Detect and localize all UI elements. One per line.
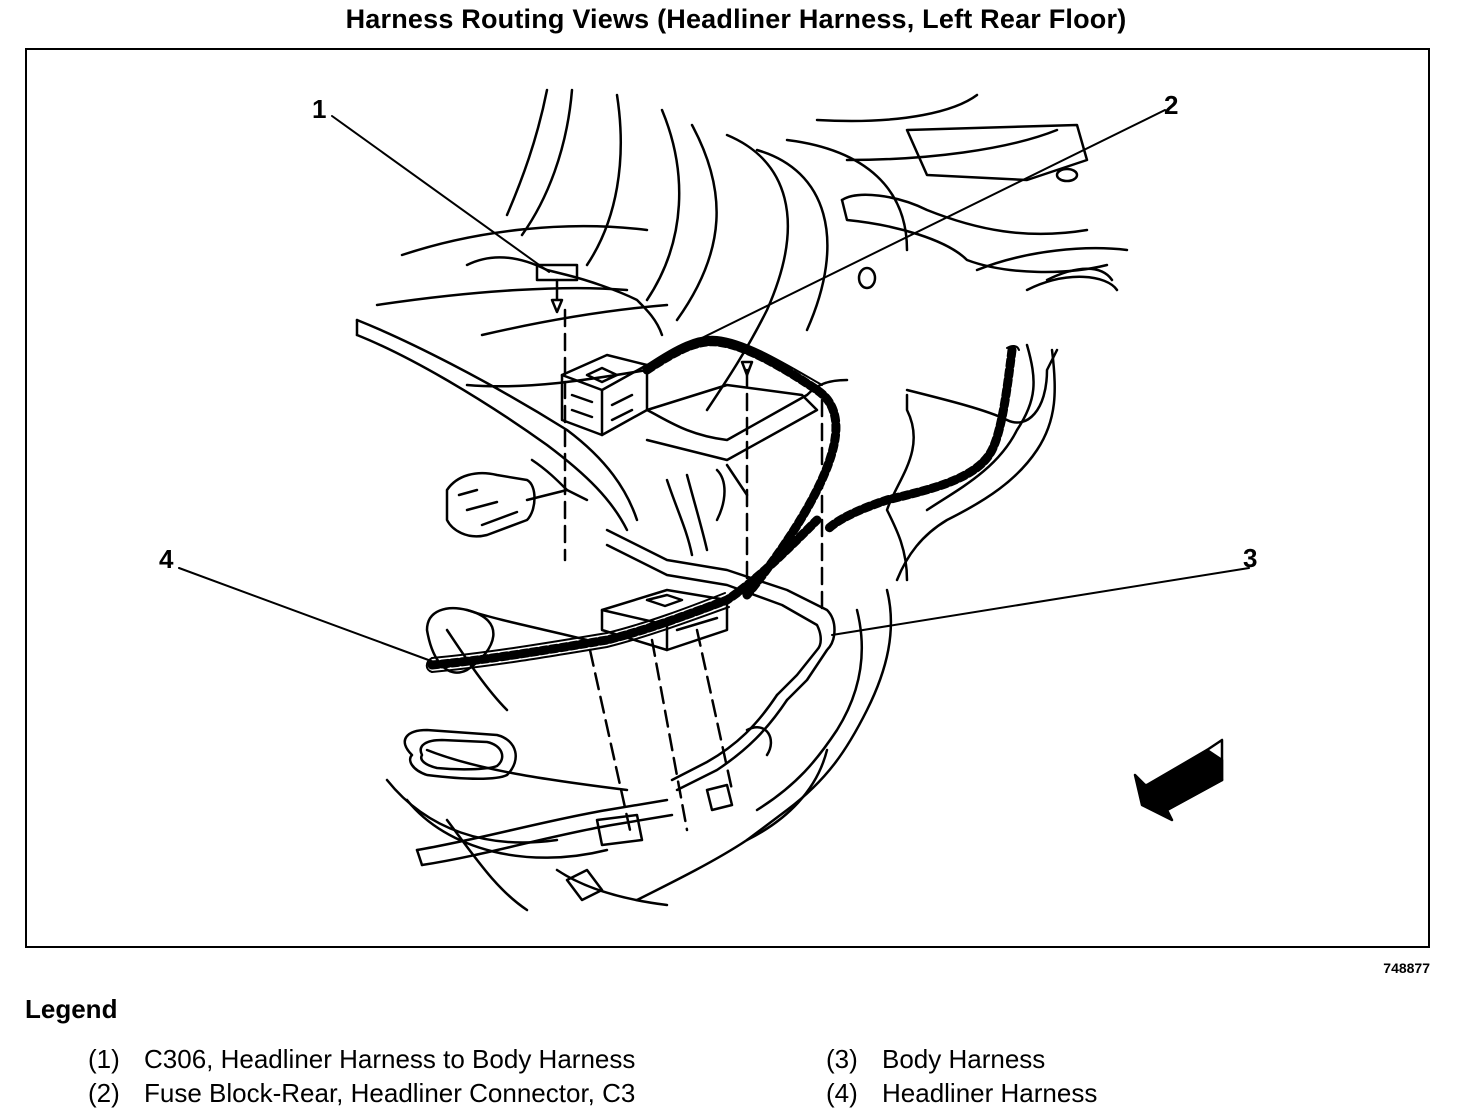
- harness-conduits: [427, 337, 1017, 670]
- legend-item-1: (1) C306, Headliner Harness to Body Harne…: [88, 1044, 635, 1075]
- legend-item-number: (1): [88, 1044, 120, 1074]
- legend-item-label: C306, Headliner Harness to Body Harness: [144, 1044, 636, 1074]
- legend-item-2: (2) Fuse Block-Rear, Headliner Connector,…: [88, 1078, 635, 1109]
- line-art: [178, 88, 1250, 912]
- legend-item-4: (4) Headliner Harness: [826, 1078, 1097, 1109]
- legend-item-number: (4): [826, 1078, 858, 1108]
- legend-item-number: (2): [88, 1078, 120, 1108]
- callout-4: 4: [159, 544, 174, 574]
- harness-routing-illustration: 1 2 3 4: [25, 48, 1430, 948]
- left-trim-strip: [355, 318, 674, 867]
- legend-item-label: Headliner Harness: [882, 1078, 1098, 1108]
- body-panels: [375, 88, 1129, 412]
- floor-pan: [385, 343, 1059, 912]
- legend-item-label: Fuse Block-Rear, Headliner Connector, C3: [144, 1078, 636, 1108]
- front-direction-arrow-icon: [1133, 738, 1224, 822]
- legend-item-label: Body Harness: [882, 1044, 1046, 1074]
- legend-heading: Legend: [25, 994, 118, 1024]
- callout-1: 1: [312, 94, 327, 124]
- c306-connector: [465, 256, 664, 562]
- figure-number: 748877: [1383, 960, 1430, 976]
- leader-lines: [178, 109, 1250, 666]
- legend-item-3: (3) Body Harness: [826, 1044, 1045, 1075]
- body-harness: [605, 463, 836, 792]
- lower-connector: [588, 360, 824, 847]
- legend-item-number: (3): [826, 1044, 858, 1074]
- callout-3: 3: [1243, 543, 1258, 573]
- harness-conduit-edges: [425, 335, 1020, 673]
- fuse-block-rear: [445, 353, 649, 538]
- diagram-title: Harness Routing Views (Headliner Harness…: [345, 4, 1127, 34]
- callout-2: 2: [1164, 90, 1179, 120]
